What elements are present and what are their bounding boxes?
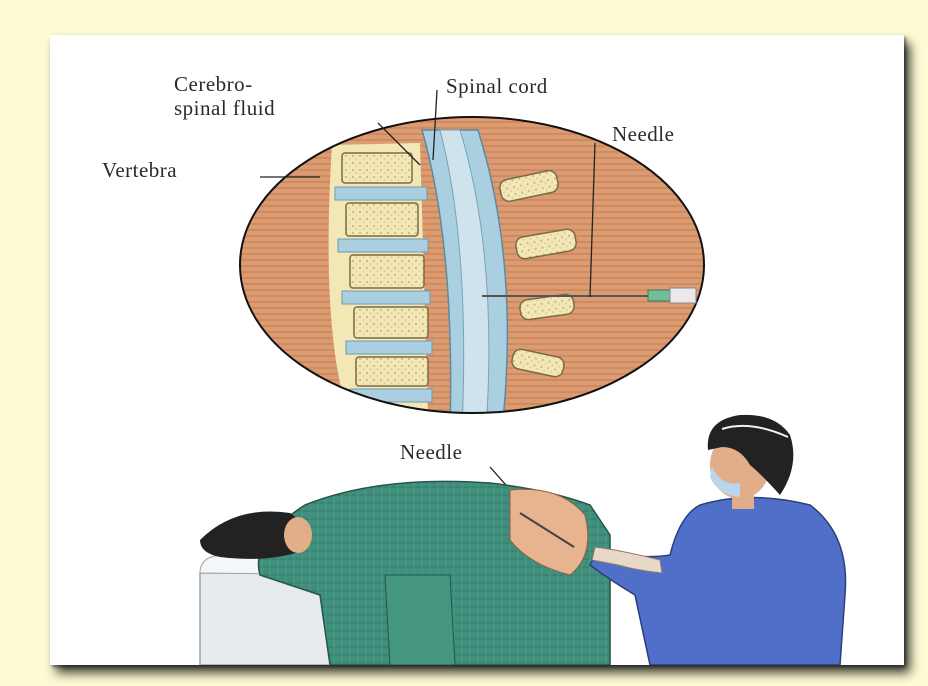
label-needle-top: Needle	[612, 122, 674, 146]
spine-cross-section	[230, 105, 720, 430]
label-csf-line1: Cerebro-	[174, 72, 253, 96]
clinician	[590, 415, 846, 665]
drape-fold	[385, 575, 455, 665]
label-needle-bottom: Needle	[400, 440, 462, 464]
label-csf-line2: spinal fluid	[174, 96, 275, 120]
patient-scene	[200, 481, 610, 665]
label-spinal-cord: Spinal cord	[446, 74, 548, 98]
lumbar-puncture-illustration: Cerebro- spinal fluid Spinal cord Needle…	[50, 35, 904, 665]
scrubs	[590, 498, 846, 666]
patient-face	[284, 517, 312, 553]
label-vertebra: Vertebra	[102, 158, 177, 182]
figure-frame: Cerebro- spinal fluid Spinal cord Needle…	[50, 35, 904, 665]
